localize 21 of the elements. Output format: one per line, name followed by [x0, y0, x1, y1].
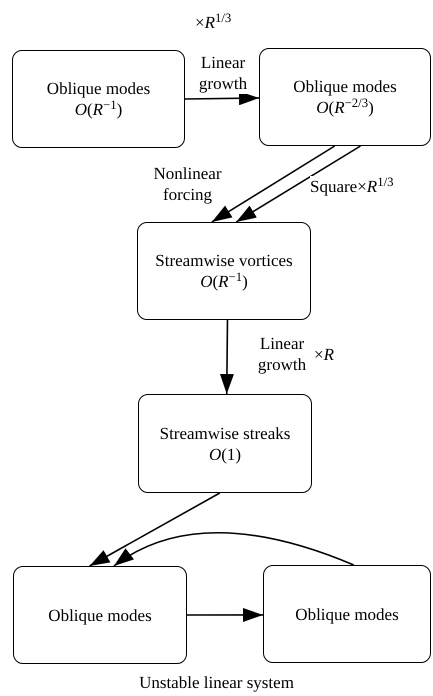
arrow: [89, 492, 220, 567]
arrow: [113, 532, 354, 567]
box-text: Oblique modes: [295, 604, 399, 624]
process-box: [138, 394, 312, 493]
arrow: [211, 145, 336, 223]
box-text: Oblique modes O(R$^{−1}$): [46, 78, 152, 120]
arrow: [220, 320, 234, 394]
box-text: Oblique modes O(R$^{−2/3}$): [292, 76, 398, 118]
box-text: Streamwise streaks O(1): [158, 422, 292, 464]
box-text: Streamwise vortices O(R$^{−1}$): [154, 250, 294, 292]
process-box: [263, 565, 431, 663]
caption: Unstable linear system: [138, 672, 295, 693]
process-box: [12, 50, 185, 148]
arrow: [187, 608, 263, 622]
scaling-label: ×R: [314, 344, 334, 365]
box-text: Oblique modes: [48, 604, 152, 626]
process-box: [137, 222, 311, 320]
scaling-label: ×R$^{1/3}$: [195, 12, 232, 33]
process-box: [13, 566, 187, 664]
process-box: [259, 48, 431, 146]
arrow: [236, 145, 361, 223]
